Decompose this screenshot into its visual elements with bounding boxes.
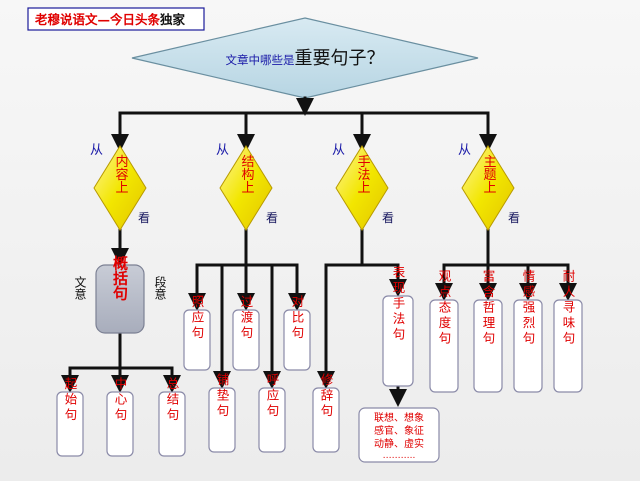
header-title: 老穆说语文—今日头条 — [34, 12, 161, 27]
question-prefix: 文章中哪些是 — [226, 53, 295, 67]
leaf-node: 表现手法句 — [382, 265, 414, 387]
branch-from: 从 — [216, 143, 229, 158]
leaf-node: 观点态度句 — [429, 269, 459, 393]
technique-examples-box: 联想、想象 感官、象征 动静、虚实 ……….. — [358, 407, 440, 463]
header-exclusive: 独家 — [159, 12, 186, 27]
leaf-node: 耐人寻味句 — [553, 269, 583, 393]
leaf-box — [56, 391, 84, 457]
leaf-node: 富含哲理句 — [473, 268, 503, 393]
leaf-box — [283, 309, 311, 371]
branch-content: 从 内容上 看 — [90, 143, 150, 231]
leaf-label: 观点态度句 — [437, 269, 452, 347]
branch-name: 主题上 — [481, 155, 497, 194]
example-line: 动静、虚实 — [374, 437, 424, 450]
branch-from: 从 — [332, 143, 345, 158]
leaf-box — [106, 391, 134, 457]
leaf-label: 中心句 — [113, 376, 128, 424]
leaf-label: 表现手法句 — [391, 265, 406, 343]
example-line: 感官、象征 — [374, 424, 424, 437]
svg-text:文章中哪些是重要句子？: 文章中哪些是重要句子？ — [226, 48, 385, 69]
leaf-box — [183, 309, 211, 371]
leaf-node: 中心句 — [106, 376, 134, 457]
leaf-label: 照应句 — [190, 295, 205, 342]
leaf-box — [429, 299, 459, 393]
branch-structure: 从 结构上 看 — [216, 143, 278, 231]
branch-look: 看 — [266, 211, 278, 225]
branch-theme: 从 主题上 看 — [458, 143, 520, 231]
leaf-label: 情感强烈句 — [521, 269, 536, 347]
leaf-label: 富含哲理句 — [481, 268, 496, 347]
leaf-label: 起始句 — [63, 377, 78, 424]
branch-technique: 从 手法上 看 — [332, 143, 394, 231]
leaf-node: 情感强烈句 — [513, 269, 543, 393]
example-line: 联想、想象 — [374, 411, 424, 424]
leaf-label: 铺垫句 — [215, 373, 230, 420]
branch-look: 看 — [382, 211, 394, 225]
example-line: ……….. — [383, 451, 416, 461]
leaf-node: 修辞句 — [312, 372, 340, 453]
meaning-label-left: 文意 — [73, 275, 87, 300]
leaf-label: 总结句 — [165, 377, 180, 424]
question-main: 重要句子？ — [295, 48, 385, 69]
leaf-box — [513, 299, 543, 393]
leaf-node: 照应句 — [183, 295, 211, 371]
leaf-label: 呼应句 — [265, 373, 280, 420]
leaf-node: 呼应句 — [258, 373, 286, 453]
leaf-box — [232, 309, 260, 371]
leaf-box — [208, 387, 236, 453]
branch-name: 结构上 — [239, 155, 255, 194]
svg-text:老穆说语文—今日头条独家: 老穆说语文—今日头条独家 — [34, 12, 186, 27]
leaf-label: 耐人寻味句 — [561, 269, 576, 347]
leaf-box — [158, 391, 186, 457]
leaf-box — [473, 299, 503, 393]
leaf-label: 对比句 — [290, 295, 305, 342]
meaning-label-right: 段意 — [153, 275, 167, 300]
leaf-box — [553, 299, 583, 393]
summary-label: 概括句 — [111, 255, 129, 302]
leaf-label: 过渡句 — [239, 295, 254, 342]
header-banner: 老穆说语文—今日头条独家 — [27, 7, 205, 31]
leaf-node: 对比句 — [283, 295, 311, 371]
leaf-box — [258, 387, 286, 453]
leaf-node: 铺垫句 — [208, 373, 236, 453]
leaf-box — [382, 295, 414, 387]
branch-from: 从 — [90, 143, 103, 158]
leaf-node: 过渡句 — [232, 295, 260, 371]
connectors — [61, 96, 577, 407]
branch-from: 从 — [458, 143, 471, 158]
leaf-node: 起始句 — [56, 377, 84, 457]
content-summary-box: 概括句 文意 段意 — [73, 255, 167, 334]
leaf-node: 总结句 — [158, 377, 186, 457]
branch-look: 看 — [508, 211, 520, 225]
branch-name: 手法上 — [355, 155, 371, 194]
leaf-box — [312, 387, 340, 453]
branch-name: 内容上 — [113, 154, 129, 194]
leaf-label: 修辞句 — [319, 372, 334, 420]
branch-look: 看 — [138, 211, 150, 225]
